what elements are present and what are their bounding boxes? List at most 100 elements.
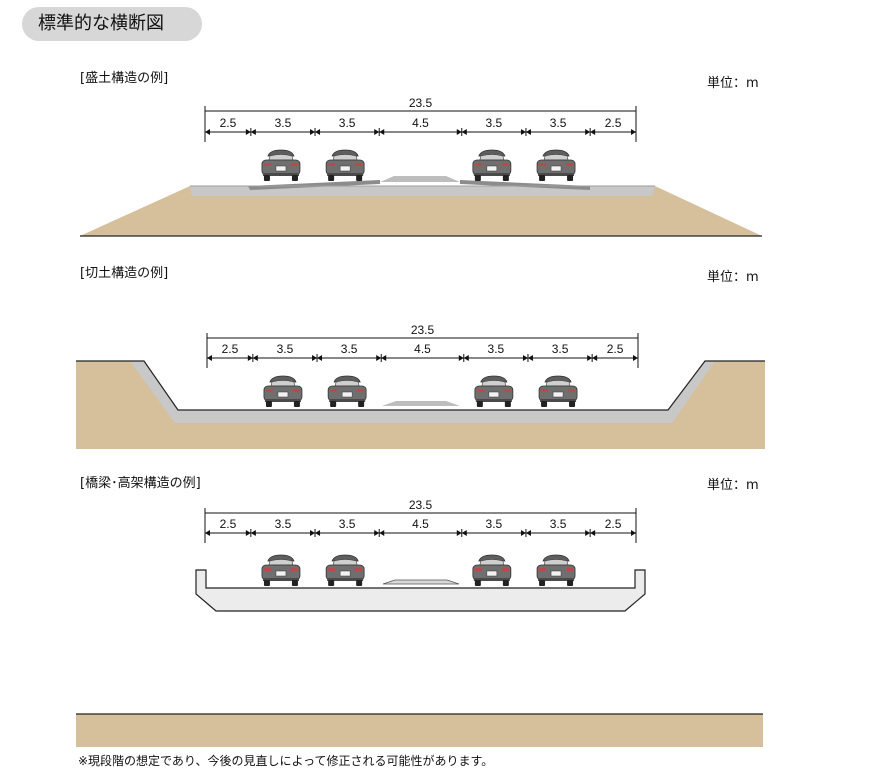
arrowhead: [456, 530, 462, 536]
arrowhead: [585, 530, 591, 536]
sedan-rear-view-icon: [261, 149, 301, 181]
total-width-label: 23.5: [411, 323, 435, 337]
unit-label-embankment: 単位：m: [707, 76, 759, 91]
section-label-cut: [切土構造の例]: [80, 266, 169, 281]
arrowhead: [310, 129, 316, 135]
arrowhead: [527, 355, 533, 361]
arrowhead: [461, 530, 467, 536]
arrowhead: [633, 355, 638, 361]
arrowhead: [587, 355, 593, 361]
arrowhead: [250, 129, 256, 135]
arrowhead: [379, 129, 385, 135]
sedan-rear-view-icon: [327, 375, 367, 407]
sedan-rear-view-icon: [261, 554, 301, 586]
segment-width-label: 3.5: [339, 116, 356, 130]
footnote: ※現段階の想定であり、今後の見直しによって修正される可能性があります。: [78, 754, 494, 768]
arrowhead: [520, 530, 526, 536]
arrowhead: [458, 355, 464, 361]
unit-label-bridge: 単位：m: [707, 478, 759, 493]
segment-width-label: 4.5: [412, 517, 429, 531]
sedan-rear-view-icon: [325, 554, 365, 586]
arrowhead: [205, 530, 210, 536]
arrowhead: [592, 355, 598, 361]
arrowhead: [522, 355, 528, 361]
arrowhead: [245, 530, 251, 536]
sedan-rear-view-icon: [263, 375, 303, 407]
sedan-rear-view-icon: [536, 554, 576, 586]
arrowhead: [379, 530, 385, 536]
arrowhead: [207, 355, 212, 361]
segment-width-label: 3.5: [277, 342, 294, 356]
segment-width-label: 3.5: [488, 342, 505, 356]
arrowhead: [312, 355, 318, 361]
arrowhead: [205, 129, 210, 135]
unit-label-cut: 単位：m: [707, 270, 759, 285]
arrowhead: [461, 129, 467, 135]
segment-width-label: 4.5: [414, 342, 431, 356]
cut-ground-line: [76, 360, 765, 411]
embankment-section: [80, 176, 762, 237]
segment-width-label: 3.5: [339, 517, 356, 531]
cars-embankment: [261, 149, 576, 181]
arrowhead: [250, 530, 256, 536]
arrowhead: [631, 129, 636, 135]
arrowhead: [631, 530, 636, 536]
arrowhead: [374, 530, 380, 536]
arrowhead: [374, 129, 380, 135]
bridge-deck: [195, 569, 646, 612]
arrowhead: [247, 355, 253, 361]
cars-bridge: [261, 554, 576, 586]
cut-median: [382, 401, 460, 406]
arrowhead: [520, 129, 526, 135]
segment-width-label: 3.5: [341, 342, 358, 356]
segment-width-label: 3.5: [552, 342, 569, 356]
arrowhead: [376, 355, 382, 361]
sedan-rear-view-icon: [472, 554, 512, 586]
arrowhead: [463, 355, 469, 361]
segment-width-label: 3.5: [275, 517, 292, 531]
sedan-rear-view-icon: [538, 375, 578, 407]
segment-width-label: 3.5: [275, 116, 292, 130]
arrowhead: [525, 129, 531, 135]
arrowhead: [315, 530, 321, 536]
cars-cut: [263, 375, 578, 407]
arrowhead: [245, 129, 251, 135]
total-width-label: 23.5: [409, 498, 433, 512]
section-label-bridge: [橋梁･高架構造の例]: [80, 476, 201, 491]
ground-band: [76, 714, 763, 747]
arrowhead: [590, 530, 596, 536]
segment-width-label: 3.5: [486, 116, 503, 130]
sedan-rear-view-icon: [536, 149, 576, 181]
arrowhead: [585, 129, 591, 135]
sedan-rear-view-icon: [325, 149, 365, 181]
segment-width-label: 4.5: [412, 116, 429, 130]
embankment-lane-left: [248, 180, 380, 190]
embankment-earth: [80, 186, 762, 236]
sedan-rear-view-icon: [474, 375, 514, 407]
arrowhead: [525, 530, 531, 536]
cut-earth: [76, 361, 765, 449]
page-title: 標準的な横断図: [22, 7, 202, 41]
segment-width-label: 2.5: [220, 116, 237, 130]
bridge-median: [382, 579, 460, 585]
embankment-pavement: [190, 186, 655, 196]
segment-width-label: 2.5: [220, 517, 237, 531]
cut-section: [76, 360, 765, 449]
segment-width-label: 2.5: [607, 342, 624, 356]
segment-width-label: 3.5: [550, 517, 567, 531]
arrowhead: [456, 129, 462, 135]
section-label-embankment: [盛土構造の例]: [80, 71, 169, 86]
cut-gray-lining: [130, 361, 715, 423]
arrowhead: [310, 530, 316, 536]
segment-width-label: 2.5: [605, 116, 622, 130]
embankment-median: [380, 176, 460, 182]
dimension-line-cut: 23.5 2.5 3.5 3.5 4.5 3.5 3.5 2.5: [206, 323, 639, 368]
embankment-lane-right: [460, 180, 590, 190]
arrowhead: [315, 129, 321, 135]
segment-width-label: 2.5: [222, 342, 239, 356]
arrowhead: [252, 355, 258, 361]
bridge-section: [195, 569, 646, 612]
